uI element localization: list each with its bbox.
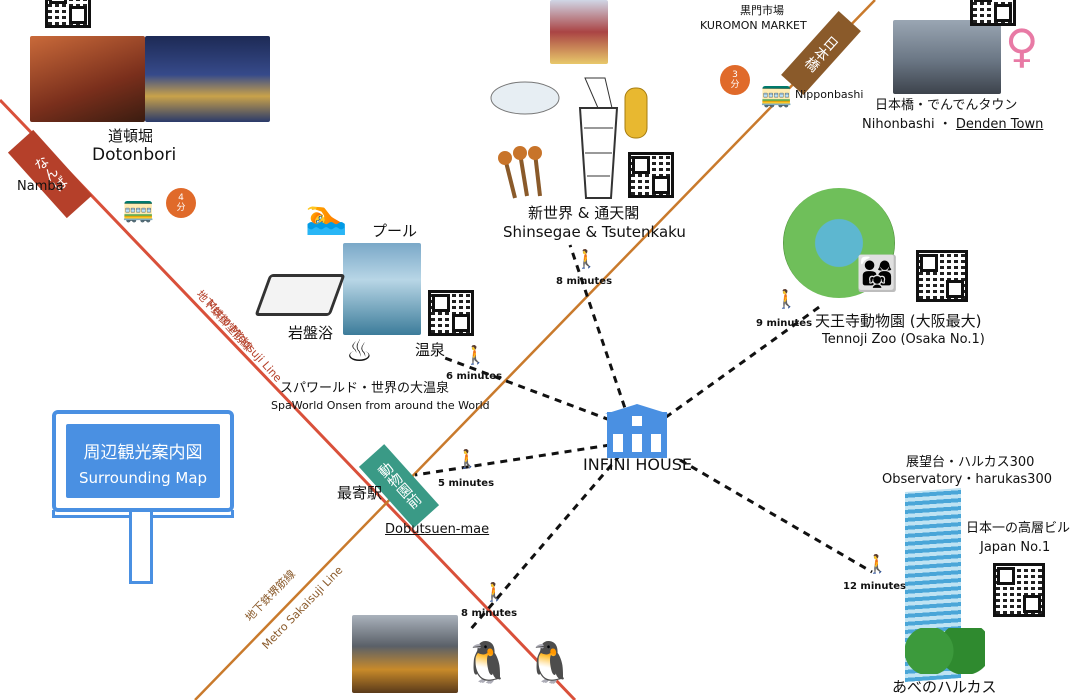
namba-label: Namba [17, 179, 64, 194]
shinsekai-en: Shinsegae & Tsutenkaku [503, 223, 686, 241]
train-icon: 🚃 [122, 194, 155, 224]
sakaisuji-line [194, 0, 876, 700]
nipponbashi-label: Nipponbashi [795, 88, 864, 101]
pool-people-icon: 🏊 [305, 197, 348, 237]
donko-icon: 🐧 [525, 640, 575, 686]
walk-icon: 🚶 [866, 554, 889, 575]
qr-code-icon [970, 0, 1016, 26]
spaworld-pool-photo [343, 243, 421, 335]
dotonbori-night-photo [145, 36, 270, 122]
shinsekai-jp: 新世界 & 通天閣 [528, 204, 640, 222]
zoo-walk: 9 minutes [756, 318, 813, 329]
tennoji-zoo-jp: 天王寺動物園 (大阪最大) [815, 312, 982, 330]
surrounding-map-sign: 周辺観光案内図 Surrounding Map [52, 410, 234, 512]
family-icon: 👨‍👩‍👧 [856, 254, 899, 294]
spaworld-walk: 6 minutes [446, 371, 503, 382]
sign-title-en: Surrounding Map [78, 469, 208, 487]
onsen-icon: ♨ [346, 334, 373, 369]
dotonbori-jp: 道頓堀 [108, 127, 154, 145]
dotonbori-crab-photo [30, 36, 145, 122]
sign-title-jp: 周辺観光案内図 [83, 443, 203, 463]
station-walk: 5 minutes [438, 478, 495, 489]
harukas-walk: 12 minutes [843, 581, 906, 592]
qr-code-icon [428, 290, 474, 336]
infini-house-label: INFINI HOUSE [583, 455, 692, 474]
walk-icon: 🚶 [775, 289, 798, 310]
harukas-observatory-en: Observatory・harukas300 [882, 472, 1052, 487]
spaworld-en: SpaWorld Onsen from around the World [271, 399, 490, 412]
harukas-japan-jp: 日本一の高層ビル [966, 521, 1071, 536]
qr-code-icon [45, 0, 91, 28]
train-icon: 🚃 [760, 79, 793, 109]
route-station [414, 443, 611, 477]
tennoji-zoo-illustration [783, 188, 895, 298]
harukas-name: あべのハルカス [892, 678, 997, 696]
route-zoo [654, 303, 823, 427]
shinsekai-walk: 8 minutes [556, 276, 613, 287]
qr-code-icon [916, 250, 968, 302]
route-harukas [679, 458, 873, 574]
anime-girl-icon: ♀ [1005, 19, 1039, 73]
route-shinsekai [568, 244, 635, 433]
nihonbashi-jp: 日本橋・でんでんタウン [875, 98, 1018, 113]
donki-walk: 8 minutes [461, 608, 518, 619]
kuromon-jp: 黒門市場 [740, 4, 784, 17]
pool-label: プール [372, 222, 418, 240]
donpen-icon: 🐧 [462, 640, 512, 686]
tennoji-zoo-en: Tennoji Zoo (Osaka No.1) [822, 332, 985, 347]
walk-icon: 🚶 [464, 345, 487, 366]
walk-icon: 🚶 [483, 582, 506, 603]
nearest-station-name: Dobutsuen-mae [385, 522, 490, 537]
nihonbashi-en: Nihonbashi ・ Denden Town [862, 117, 1044, 132]
ganbanyoku-icon [254, 274, 346, 316]
ganbanyoku-label: 岩盤浴 [288, 324, 334, 342]
trees-icon [905, 628, 985, 674]
sign-post [129, 512, 153, 584]
spaworld-jp: スパワールド・世界の大温泉 [280, 381, 450, 396]
kuromon-en: KUROMON MARKET [700, 19, 807, 32]
harukas-japan-en: Japan No.1 [980, 540, 1051, 555]
dotonbori-en: Dotonbori [92, 145, 177, 165]
route-spaworld [444, 356, 611, 422]
qr-code-icon [993, 563, 1045, 617]
nearest-station-jp: 最寄駅 [337, 484, 383, 502]
tsutenkaku-illustration [490, 77, 648, 199]
denden-town-photo [893, 20, 1001, 94]
harukas-observatory-jp: 展望台・ハルカス300 [906, 455, 1035, 470]
midosuji-line [0, 98, 577, 700]
house-icon [605, 404, 669, 458]
onsen-label: 温泉 [415, 341, 446, 359]
don-quijote-photo [352, 615, 458, 693]
walk-icon: 🚶 [575, 249, 598, 270]
shinsekai-street-photo [550, 0, 608, 64]
sign-panel: 周辺観光案内図 Surrounding Map [66, 424, 220, 498]
qr-code-icon [628, 152, 674, 198]
walk-icon: 🚶 [456, 449, 479, 470]
